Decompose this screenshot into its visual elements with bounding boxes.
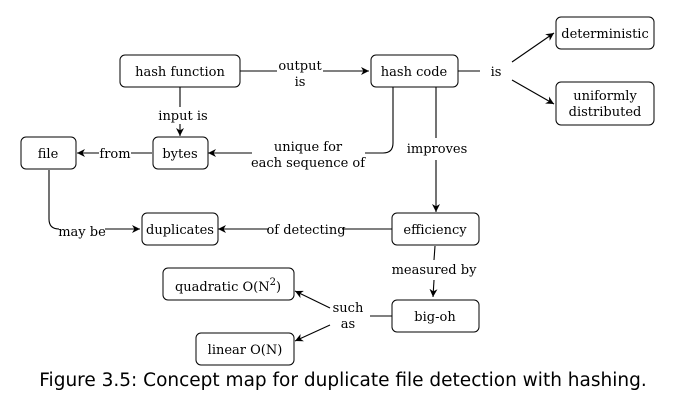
edge-label-improves: improves: [407, 142, 468, 157]
node-label-uniformly: uniformly: [573, 89, 637, 104]
edge-label-output: output: [278, 59, 322, 74]
edge-label-of-detecting: of detecting: [266, 223, 345, 238]
node-label-deterministic: deterministic: [561, 27, 649, 42]
node-bytes: bytes: [152, 136, 209, 170]
edge-label-from: from: [99, 147, 130, 162]
node-deterministic: deterministic: [555, 16, 655, 50]
node-label-file: file: [38, 147, 59, 162]
node-label-hash-function: hash function: [135, 65, 225, 80]
edge-label-input-is: input is: [158, 109, 207, 124]
node-uniformly-distributed: uniformly distributed: [555, 81, 655, 126]
node-hash-code: hash code: [370, 54, 459, 88]
edge-label-unique-for: unique for: [274, 140, 343, 155]
node-duplicates: duplicates: [141, 212, 219, 246]
node-efficiency: efficiency: [391, 212, 480, 246]
edge-hash-function-output-is: output is: [240, 59, 369, 90]
edge-label-as: as: [341, 317, 355, 332]
node-label-linear: linear O(N): [208, 343, 283, 358]
node-label-distributed: distributed: [569, 105, 642, 120]
node-label-efficiency: efficiency: [403, 223, 467, 238]
edge-file-may-be: may be: [48, 170, 140, 240]
edge-efficiency-of-detecting: of detecting: [218, 223, 392, 238]
edge-big-oh-such-as: such as: [294, 290, 392, 342]
edge-label-may-be: may be: [58, 225, 106, 240]
node-label-duplicates: duplicates: [146, 223, 214, 238]
figure-caption: Figure 3.5: Concept map for duplicate fi…: [39, 370, 647, 391]
edge-bytes-from: from: [77, 147, 152, 162]
edge-hash-code-is: is: [458, 32, 555, 105]
edge-label-each-sequence-of: each sequence of: [251, 156, 366, 171]
edge-hash-code-unique-for: unique for each sequence of: [208, 87, 394, 171]
node-linear: linear O(N): [195, 332, 295, 366]
edge-efficiency-measured-by: measured by: [392, 245, 477, 298]
edge-label-such: such: [333, 301, 364, 316]
edge-label-measured-by: measured by: [392, 263, 477, 278]
node-quadratic: quadratic O(N2): [162, 267, 295, 301]
edge-hash-code-improves: improves: [407, 87, 468, 212]
node-label-big-oh: big-oh: [414, 310, 456, 325]
edge-hash-function-input-is: input is: [158, 87, 208, 136]
node-label-hash-code: hash code: [381, 65, 448, 80]
node-label-bytes: bytes: [162, 147, 197, 162]
node-hash-function: hash function: [119, 54, 241, 88]
node-file: file: [20, 136, 77, 170]
edge-label-is-1: is: [295, 75, 306, 90]
edge-label-is-2: is: [491, 65, 502, 80]
concept-map: output is is input is from unique for ea…: [20, 16, 655, 366]
node-big-oh: big-oh: [391, 299, 480, 333]
node-label-quadratic: quadratic O(N2): [175, 277, 281, 295]
